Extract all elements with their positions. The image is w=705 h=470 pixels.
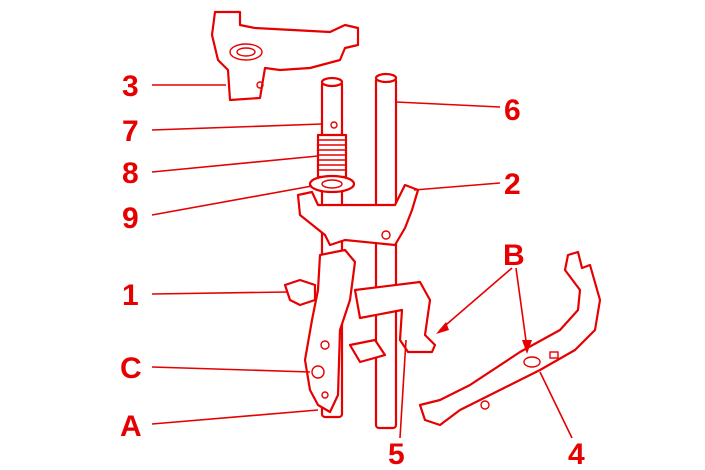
callout-3: 3 [122, 70, 139, 103]
part-9-washer [308, 174, 356, 194]
part-6-rod [374, 72, 398, 430]
part-4-lever [418, 250, 602, 427]
callout-b: B [503, 239, 525, 272]
callout-6: 6 [504, 94, 521, 127]
callout-1: 1 [122, 279, 139, 312]
callout-5: 5 [388, 438, 405, 470]
callout-7: 7 [122, 115, 139, 148]
leader-lines [151, 84, 573, 439]
part-5-fork [348, 280, 437, 364]
callout-9: 9 [122, 202, 139, 235]
callout-c: C [120, 352, 142, 385]
callout-2: 2 [504, 168, 521, 201]
callout-a: A [120, 410, 142, 443]
callout-8: 8 [122, 157, 139, 190]
part-1-selector [283, 248, 357, 414]
callout-4: 4 [568, 438, 585, 470]
part-8-spring [316, 133, 348, 179]
part-3-fork [210, 10, 360, 102]
part-2-fork [296, 183, 420, 247]
